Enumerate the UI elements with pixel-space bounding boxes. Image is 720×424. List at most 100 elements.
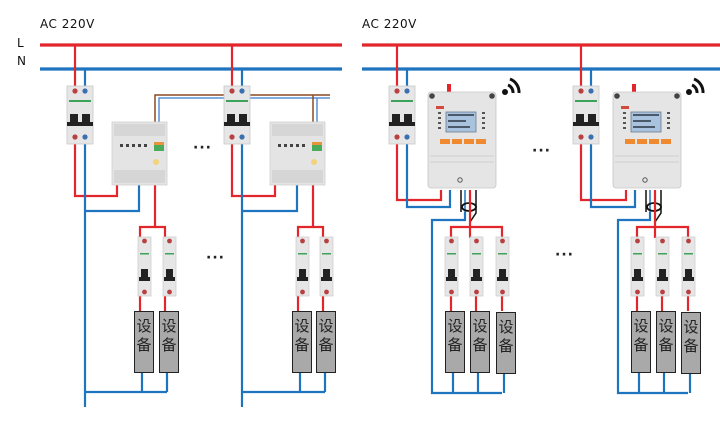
breaker-toggle <box>634 269 641 277</box>
breaker-body <box>681 236 696 297</box>
single-pole-breaker <box>495 236 510 297</box>
breaker-brand-strip <box>658 253 667 255</box>
terminal-screw <box>500 238 505 244</box>
terminal-screw <box>588 88 594 94</box>
breaker-toggle <box>685 269 692 277</box>
terminal-screw <box>300 238 305 244</box>
load-label: 设备 <box>447 317 463 354</box>
terminal-screw <box>72 88 78 94</box>
breaker-body <box>295 236 310 297</box>
load-device: 设备 <box>445 311 465 373</box>
load-label: 设备 <box>683 318 699 355</box>
breaker-body <box>630 236 645 297</box>
breaker-brand-strip <box>322 253 331 255</box>
double-pole-breaker <box>223 85 251 145</box>
terminal-screw <box>394 88 400 94</box>
live-feed <box>579 141 628 202</box>
live-line-label: L <box>17 36 24 50</box>
module-bottom <box>114 170 165 183</box>
load-device: 设备 <box>631 311 651 373</box>
right-supply-label: AC 220V <box>362 17 417 31</box>
neutral-line-label: N <box>17 54 26 68</box>
signal-arc <box>509 77 521 94</box>
side-indicator <box>667 127 670 129</box>
side-indicator <box>623 117 626 119</box>
side-indicator <box>623 122 626 124</box>
module-top <box>272 124 323 136</box>
breaker-toggle <box>82 114 90 122</box>
terminal-screw <box>229 134 235 140</box>
breaker-body <box>655 236 670 297</box>
terminal-screw <box>635 238 640 244</box>
neutral-feed <box>85 185 141 213</box>
terminal-screw <box>142 289 147 295</box>
breaker-toggle <box>404 114 412 122</box>
single-pole-breaker <box>469 236 484 297</box>
side-indicator <box>667 112 670 114</box>
indicator-led <box>290 144 293 147</box>
breaker-handle-bar <box>67 122 93 126</box>
terminal-screw <box>686 238 691 244</box>
single-pole-breaker <box>444 236 459 297</box>
load-device: 设备 <box>316 311 336 373</box>
load-live <box>296 185 315 238</box>
breaker-brand-strip <box>575 100 597 102</box>
breaker-handle-bar <box>224 122 250 126</box>
neutral-feed <box>242 185 299 213</box>
mount-screw <box>429 93 435 99</box>
double-pole-breaker <box>572 85 600 145</box>
function-key <box>476 139 486 144</box>
left-loads-ellipsis: ··· <box>206 250 225 266</box>
lcd-text-line <box>633 120 651 122</box>
signal-dot <box>686 89 692 95</box>
breaker-brand-strip <box>226 100 248 102</box>
load-device: 设备 <box>656 311 676 373</box>
right-loads-ellipsis: ··· <box>555 247 574 263</box>
function-key <box>625 139 635 144</box>
module-bottom <box>272 170 323 183</box>
load-label: 设备 <box>498 318 514 355</box>
side-indicator <box>667 117 670 119</box>
function-key <box>661 139 671 144</box>
signal-arc <box>693 77 705 94</box>
load-device: 设备 <box>496 312 516 374</box>
lcd-text-line <box>633 126 655 128</box>
terminal-screw <box>300 289 305 295</box>
breaker-brand-strip <box>391 100 413 102</box>
terminal-top <box>154 142 164 145</box>
neutral-return <box>430 212 502 395</box>
communication-terminal <box>312 142 322 151</box>
indicator-led <box>132 144 135 147</box>
live-feed <box>395 141 443 202</box>
signal-wire <box>654 190 662 223</box>
indicator-led <box>302 144 305 147</box>
terminal-screw <box>324 238 329 244</box>
load-device: 设备 <box>681 312 701 374</box>
wireless-signal-icon <box>686 77 705 95</box>
status-dot <box>153 159 159 165</box>
breaker-body <box>495 236 510 297</box>
load-label: 设备 <box>633 317 649 354</box>
signal-arc <box>691 83 699 94</box>
breaker-brand-strip <box>69 100 91 102</box>
terminal-screw <box>229 88 235 94</box>
side-indicator <box>482 112 485 114</box>
load-live <box>155 225 167 238</box>
din-rail-monitoring-module <box>111 121 168 186</box>
signal-wire <box>469 190 477 223</box>
single-pole-breaker <box>630 236 645 297</box>
terminal-screw <box>578 134 584 140</box>
side-indicator <box>482 117 485 119</box>
mount-screw <box>489 93 495 99</box>
mount-screw <box>614 93 620 99</box>
load-live <box>635 225 690 238</box>
side-indicator <box>438 117 441 119</box>
lcd-text-line <box>448 120 466 122</box>
side-indicator <box>438 112 441 114</box>
terminal-screw <box>394 134 400 140</box>
breaker-toggle <box>323 269 330 277</box>
terminal-screw <box>660 289 665 295</box>
breaker-handle-bar <box>683 277 694 281</box>
